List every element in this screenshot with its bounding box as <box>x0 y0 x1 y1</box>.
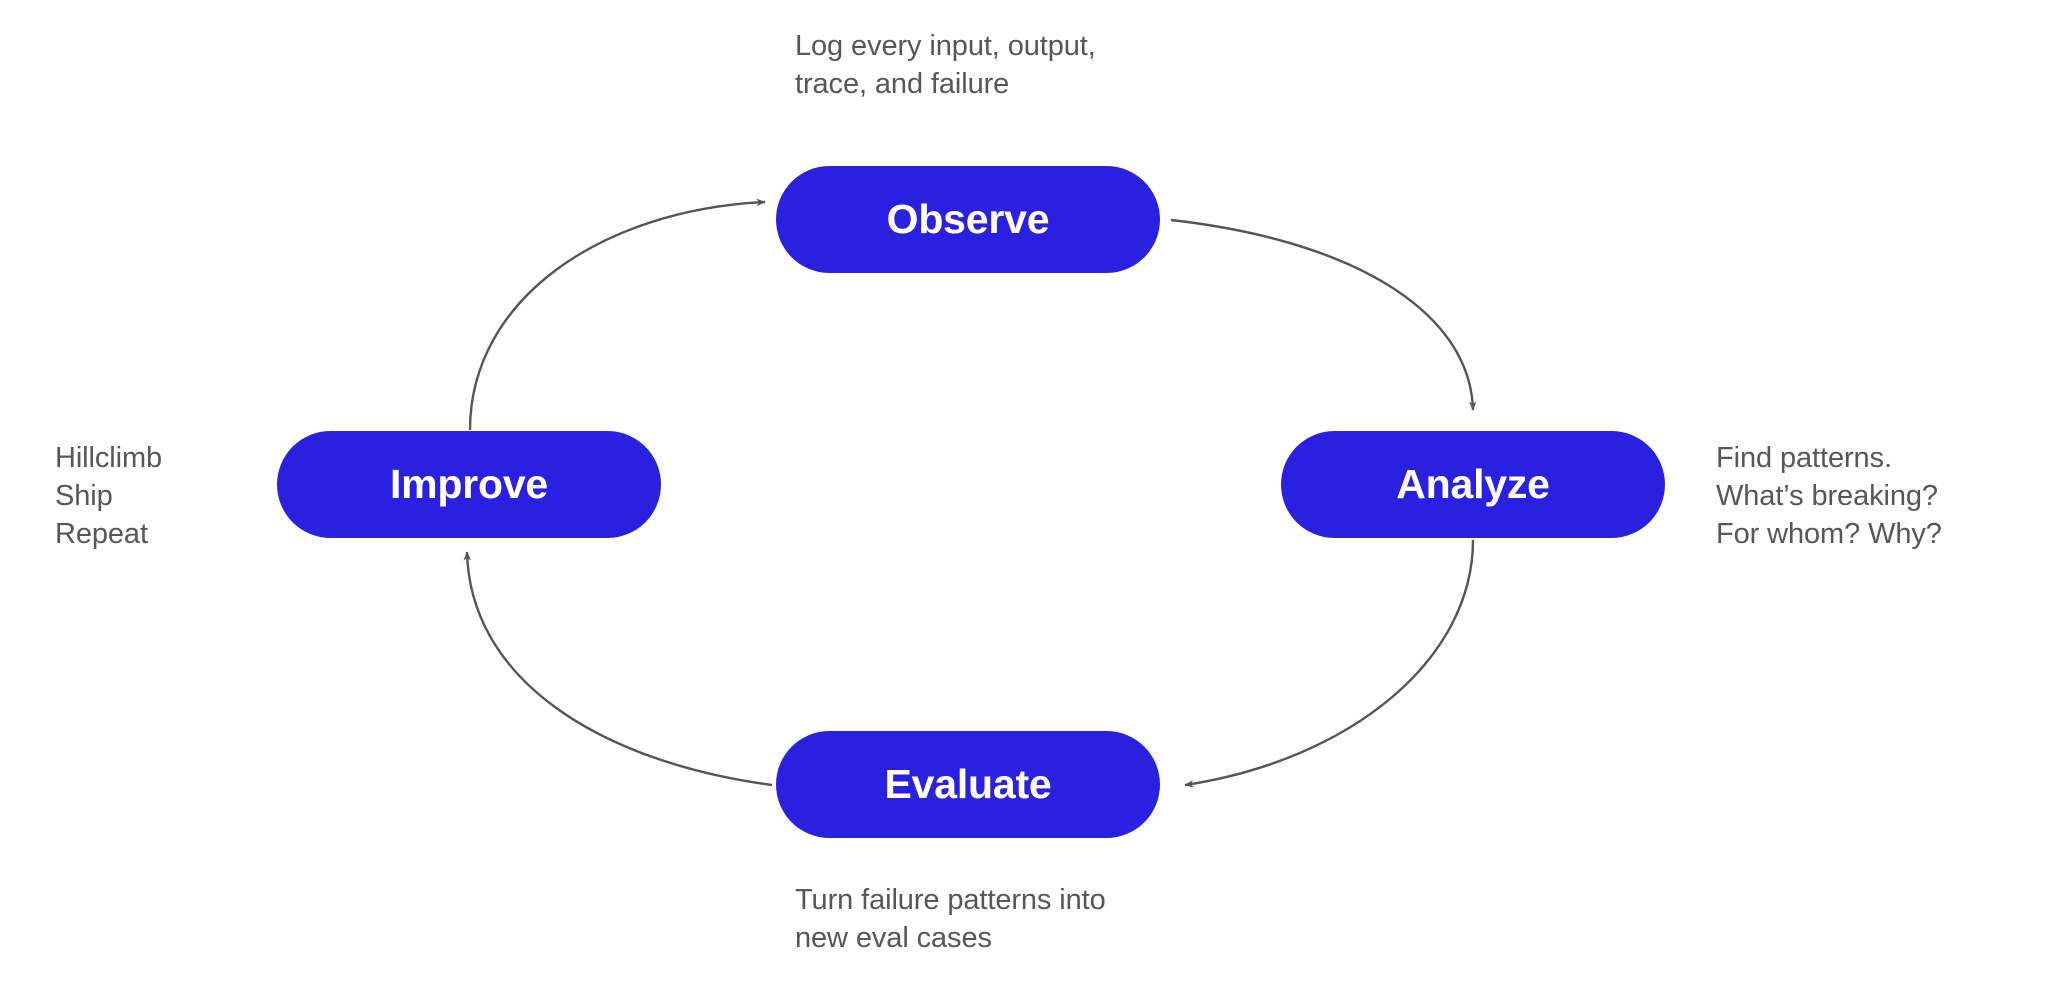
node-evaluate[interactable]: Evaluate <box>776 731 1160 838</box>
annotation-observe: Log every input, output, trace, and fail… <box>795 30 1096 100</box>
annotation-evaluate: Turn failure patterns into new eval case… <box>795 884 1106 954</box>
node-observe[interactable]: Observe <box>776 166 1160 273</box>
node-analyze[interactable]: Analyze <box>1281 431 1665 538</box>
annotation-analyze: Find patterns. What’s breaking? For whom… <box>1716 442 1942 550</box>
edge-observe-to-analyze <box>1170 218 1477 411</box>
annotation-improve: Hillclimb Ship Repeat <box>55 442 163 550</box>
node-improve[interactable]: Improve <box>277 431 661 538</box>
edge-analyze-to-evaluate <box>1184 539 1475 788</box>
edge-improve-to-observe <box>468 198 766 431</box>
node-observe-label: Observe <box>886 196 1050 242</box>
node-improve-label: Improve <box>389 461 549 507</box>
node-evaluate-label: Evaluate <box>884 761 1052 807</box>
edge-evaluate-to-improve <box>463 551 773 787</box>
node-analyze-label: Analyze <box>1396 461 1550 507</box>
